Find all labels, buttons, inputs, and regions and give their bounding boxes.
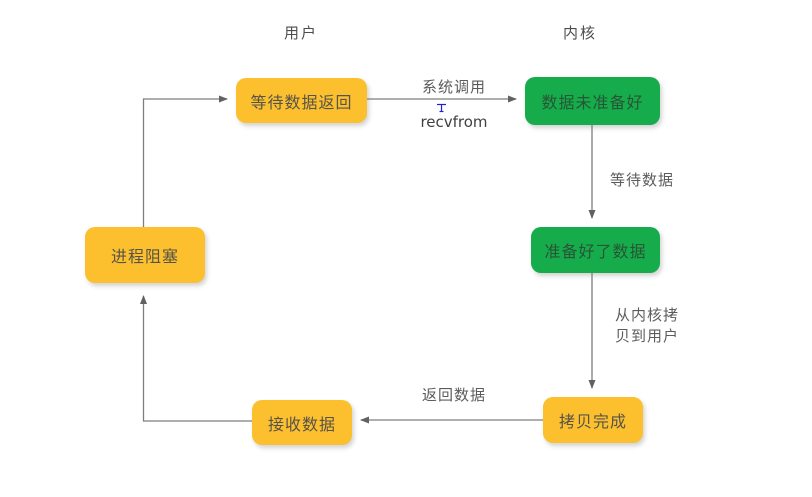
node-receive-data-label: 接收数据: [267, 414, 336, 434]
node-wait-data-return[interactable]: 等待数据返回: [236, 78, 367, 123]
node-data-ready[interactable]: 准备好了数据: [531, 227, 660, 273]
edge-label-return-data: 返回数据: [421, 386, 486, 404]
node-copy-done[interactable]: 拷贝完成: [543, 397, 643, 443]
edge-label-recvfrom: recvfrom: [420, 113, 488, 131]
node-data-ready-label: 准备好了数据: [544, 242, 647, 261]
node-process-block-label: 进程阻塞: [110, 247, 179, 266]
node-receive-data[interactable]: 接收数据: [252, 400, 352, 445]
node-copy-done-label: 拷贝完成: [558, 412, 627, 431]
node-wait-data-return-label: 等待数据返回: [250, 92, 353, 112]
edge-label-wait-data: 等待数据: [609, 171, 674, 189]
edge-label-copy-to-user: 从内核拷贝到用户: [615, 306, 680, 345]
edge-receive-to-block: [140, 295, 252, 422]
edge-label-syscall: 系统调用: [421, 78, 486, 96]
lane-title-kernel: 内核: [562, 24, 597, 42]
edge-block-to-wait: [142, 95, 228, 227]
connection-anchor-icon: [437, 103, 446, 113]
lane-title-user: 用户: [283, 24, 318, 42]
node-process-block[interactable]: 进程阻塞: [85, 227, 205, 283]
node-data-not-ready-label: 数据未准备好: [541, 93, 644, 112]
node-data-not-ready[interactable]: 数据未准备好: [525, 77, 660, 125]
